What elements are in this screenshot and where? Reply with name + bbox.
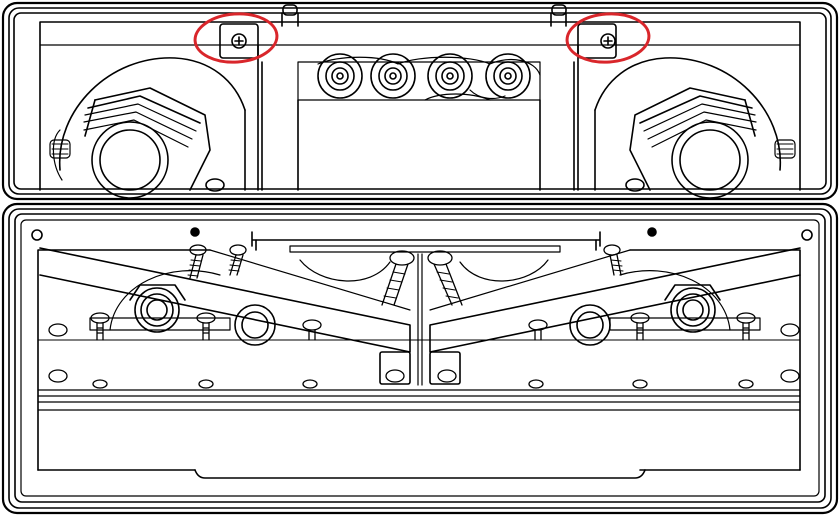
bracket-screw-3 bbox=[302, 319, 322, 341]
bracket-screw-6 bbox=[736, 312, 756, 341]
right-cable-gland-upper bbox=[594, 57, 796, 199]
right-screw-tab bbox=[577, 23, 617, 59]
right-screw-highlight bbox=[565, 12, 651, 64]
left-screw-highlight bbox=[193, 12, 279, 64]
terminal-4 bbox=[485, 53, 531, 99]
right-top-screw bbox=[600, 33, 616, 49]
left-cable-gland-upper bbox=[49, 57, 246, 199]
lower-housing bbox=[1, 202, 839, 515]
bracket-screw-1 bbox=[90, 312, 110, 341]
bracket-screw-4 bbox=[528, 319, 548, 341]
screw-right-a bbox=[603, 244, 624, 276]
screw-left-a bbox=[187, 244, 207, 279]
terminal-1 bbox=[317, 53, 363, 99]
terminal-2 bbox=[370, 53, 416, 99]
bracket-screw-5 bbox=[630, 312, 650, 341]
highlight-rings bbox=[193, 12, 651, 64]
terminal-3 bbox=[427, 53, 473, 99]
screw-left-b bbox=[228, 244, 247, 276]
left-top-screw bbox=[231, 33, 247, 49]
terminal-block bbox=[317, 53, 541, 101]
bracket-screw-2 bbox=[196, 312, 216, 341]
left-screw-tab bbox=[219, 23, 259, 59]
screw-center-right bbox=[427, 250, 463, 306]
lower-cover-screws bbox=[48, 244, 800, 389]
screw-center-left bbox=[381, 250, 415, 306]
upper-housing bbox=[1, 1, 839, 201]
